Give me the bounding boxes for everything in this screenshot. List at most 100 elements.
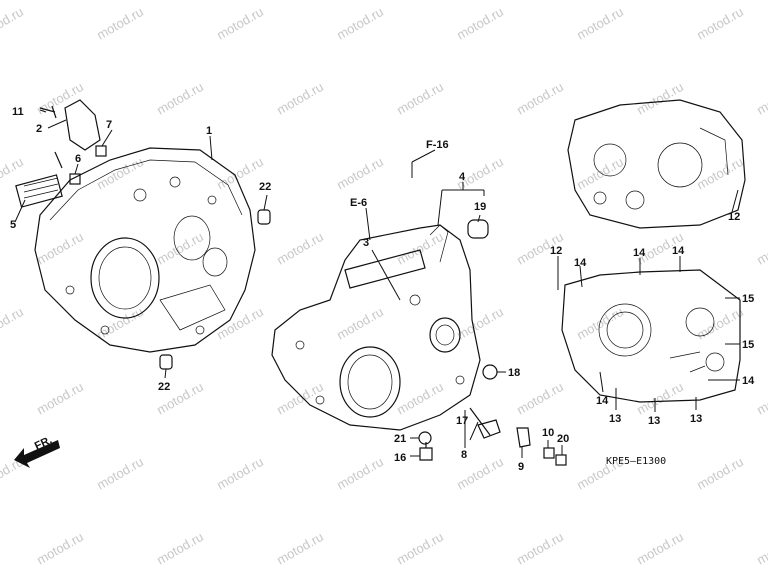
watermark-text: motod.ru — [274, 379, 326, 418]
callout-14a: 14 — [574, 257, 587, 269]
watermark-text: motod.ru — [394, 229, 446, 268]
nut-10 — [543, 447, 555, 459]
watermark-text: motod.ru — [154, 229, 206, 268]
callout-14e: 14 — [596, 395, 609, 407]
callout-12a: 12 — [728, 211, 740, 223]
gasket-top — [567, 99, 746, 229]
oil-pressure-switch-17 — [469, 407, 501, 439]
watermark-text: motod.ru — [454, 4, 506, 43]
callout-15a: 15 — [742, 293, 754, 305]
callout-15b: 15 — [742, 339, 754, 351]
watermark-text: motod.ru — [694, 304, 746, 343]
watermark-text: motod.ru — [694, 454, 746, 493]
watermark-text: motod.ru — [34, 529, 86, 568]
callout-14c: 14 — [672, 245, 685, 257]
watermark-text: motod.ru — [394, 379, 446, 418]
watermark-text: motod.ru — [154, 529, 206, 568]
watermark-text: motod.ru — [94, 4, 146, 43]
callout-22a: 22 — [259, 181, 271, 193]
diagram-code: KPE5–E1300 — [606, 456, 666, 467]
callout-1: 1 — [206, 125, 212, 137]
oil-strainer-screen — [15, 174, 63, 208]
watermark-text: motod.ru — [34, 379, 86, 418]
watermark-text: motod.ru — [34, 79, 86, 118]
watermark-text: motod.ru — [274, 229, 326, 268]
callout-11: 11 — [12, 106, 24, 118]
bolt-11 — [39, 105, 57, 119]
callout-22b: 22 — [158, 381, 170, 393]
ref-f16: F-16 — [426, 139, 449, 151]
watermark-text: motod.ru — [394, 529, 446, 568]
callout-18: 18 — [508, 367, 520, 379]
watermark-text: motod.ru — [94, 304, 146, 343]
callout-14d: 14 — [742, 375, 755, 387]
washer-21 — [418, 431, 432, 445]
watermark-text: motod.ru — [334, 4, 386, 43]
watermark-text: motod.ru — [514, 379, 566, 418]
callout-9: 9 — [518, 461, 524, 473]
watermark-text: motod.ru — [754, 529, 768, 568]
callout-13a: 13 — [609, 413, 621, 425]
right-crankcase — [271, 224, 481, 431]
callout-4: 4 — [459, 171, 466, 183]
callout-5: 5 — [10, 219, 16, 231]
callout-19: 19 — [474, 201, 486, 213]
dowel-22-top — [257, 209, 271, 225]
watermark-text: motod.ru — [574, 154, 626, 193]
oil-guide-plate — [64, 99, 101, 151]
watermark-text: motod.ru — [634, 79, 686, 118]
watermark-text: motod.ru — [514, 529, 566, 568]
callout-16: 16 — [394, 452, 406, 464]
watermark-text: motod.ru — [514, 79, 566, 118]
seal-18 — [482, 364, 498, 380]
callout-3: 3 — [363, 237, 369, 249]
callout-8: 8 — [461, 449, 467, 461]
watermark-text: motod.ru — [754, 379, 768, 418]
watermark-text: motod.ru — [274, 79, 326, 118]
watermark-text: motod.ru — [394, 79, 446, 118]
watermark-text: motod.ru — [754, 79, 768, 118]
watermark-text: motod.ru — [94, 454, 146, 493]
watermark-text: motod.ru — [0, 304, 26, 343]
oil-seal-19 — [467, 219, 489, 239]
watermark-text: motod.ru — [634, 529, 686, 568]
dowel-22-bottom — [159, 354, 173, 370]
watermark-text: motod.ru — [334, 304, 386, 343]
clip-9 — [516, 427, 531, 448]
callout-12b: 12 — [550, 245, 562, 257]
callout-14b: 14 — [633, 247, 646, 259]
bolt-6 — [54, 151, 63, 169]
callout-13c: 13 — [690, 413, 702, 425]
watermark-text: motod.ru — [214, 304, 266, 343]
callout-21: 21 — [394, 433, 406, 445]
watermark-text: motod.ru — [0, 4, 26, 43]
watermark-text: motod.ru — [94, 154, 146, 193]
watermark-text: motod.ru — [694, 4, 746, 43]
watermark-text: motod.ru — [214, 4, 266, 43]
watermark-text: motod.ru — [754, 229, 768, 268]
watermark-text: motod.ru — [154, 79, 206, 118]
watermark-text: motod.ru — [694, 154, 746, 193]
watermark-text: motod.ru — [34, 229, 86, 268]
callout-20: 20 — [557, 433, 569, 445]
callout-13b: 13 — [648, 415, 660, 427]
watermark-text: motod.ru — [274, 529, 326, 568]
callouts: 1 2 3 4 5 6 7 8 9 10 11 12 12 13 13 13 1… — [10, 106, 755, 473]
callout-2: 2 — [36, 123, 42, 135]
watermark-text: motod.ru — [334, 454, 386, 493]
watermark-text: motod.ru — [574, 4, 626, 43]
nut-20 — [555, 454, 567, 466]
watermark-text: motod.ru — [0, 154, 26, 193]
watermark-text: motod.ru — [634, 379, 686, 418]
watermark-text: motod.ru — [454, 304, 506, 343]
leader-lines — [14, 109, 740, 458]
drain-bolt-16 — [419, 442, 433, 461]
front-arrow — [14, 440, 60, 468]
left-crankcase — [34, 147, 256, 353]
callout-17: 17 — [456, 415, 468, 427]
callout-7: 7 — [106, 119, 112, 131]
watermark-text: motod.ru — [334, 154, 386, 193]
clip-7 — [95, 145, 107, 157]
